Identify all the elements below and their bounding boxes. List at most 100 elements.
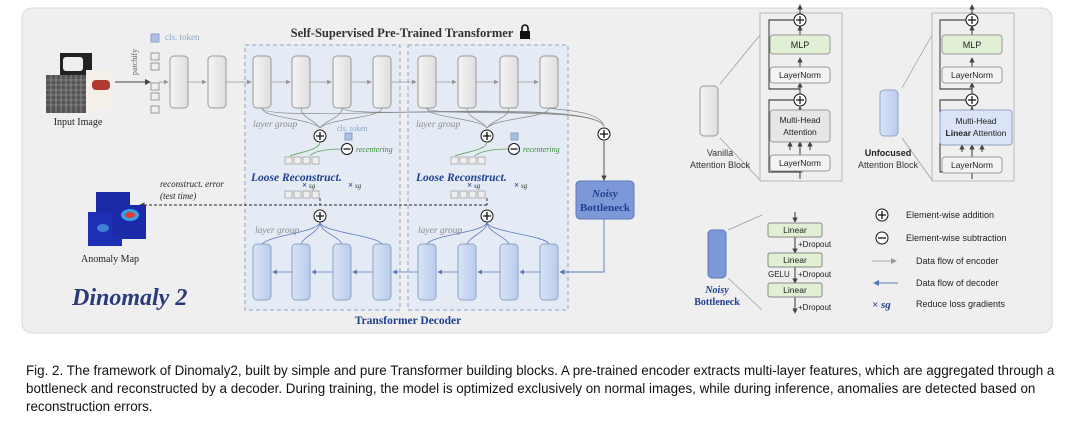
feature-tokens	[284, 156, 486, 199]
legend: Element-wise addition Element-wise subtr…	[872, 208, 1007, 311]
subtract-icon	[341, 143, 353, 155]
encoder-block	[169, 55, 189, 109]
mlp-label: MLP	[791, 40, 810, 50]
anomaly-map-label: Anomaly Map	[81, 254, 139, 265]
vanilla-block-icon	[699, 85, 719, 137]
lock-icon	[520, 24, 530, 39]
linear-label: Linear	[783, 285, 807, 295]
mlp-label: MLP	[963, 40, 982, 50]
dropout-label: +Dropout	[798, 270, 832, 279]
decoder-blocks	[252, 243, 559, 301]
legend-sg-symbol: × sg	[872, 299, 891, 311]
anomaly-map	[88, 192, 146, 246]
recentering-label: recentering	[356, 145, 393, 154]
gelu-label: GELU	[768, 270, 790, 279]
mlp-box	[769, 34, 831, 55]
layernorm-label: LayerNorm	[951, 160, 993, 170]
linear-attention-box	[939, 109, 1013, 146]
svg-text:sg: sg	[521, 182, 528, 190]
dinomaly-logo: Dinomaly 2	[71, 285, 187, 311]
linear-label: Linear	[783, 255, 807, 265]
add-icon	[313, 209, 327, 223]
patch-tokens	[150, 33, 160, 114]
noisy-bottleneck-icon	[707, 229, 727, 279]
add-icon	[965, 93, 979, 107]
noisy-detail-label: Noisy	[704, 285, 729, 296]
encoder-block	[372, 55, 392, 109]
dropout-label: +Dropout	[798, 303, 832, 312]
encoder-block	[539, 55, 559, 109]
layernorm-label: LayerNorm	[951, 70, 993, 80]
mlp-box	[941, 34, 1003, 55]
dropout-label: +Dropout	[798, 240, 832, 249]
decoder-block	[457, 243, 477, 301]
linear-box	[767, 222, 823, 238]
decoder-block	[291, 243, 311, 301]
add-icon	[793, 13, 807, 27]
subtract-icon	[875, 231, 889, 245]
patchify-label: patchify	[130, 49, 139, 75]
legend-sg-label: Reduce loss gradients	[916, 299, 1006, 309]
decoder-block	[539, 243, 559, 301]
layernorm-label: LayerNorm	[779, 158, 821, 168]
input-image	[46, 53, 114, 113]
legend-dec-label: Data flow of decoder	[916, 278, 999, 288]
encoder-block	[417, 55, 437, 109]
encoder-block	[457, 55, 477, 109]
unfocused-label: Attention Block	[858, 160, 919, 170]
recentering-label: recentering	[523, 145, 560, 154]
figure-caption: Fig. 2. The framework of Dinomaly2, buil…	[26, 363, 1055, 414]
layer-group-label: layer group	[418, 226, 462, 236]
legend-sub-label: Element-wise subtraction	[906, 233, 1007, 243]
attention-label: Multi-Head	[779, 115, 820, 125]
noisy-detail-label: Bottleneck	[694, 297, 740, 308]
attention-label: Multi-Head	[955, 116, 996, 126]
test-time-label: (test time)	[160, 191, 196, 201]
decoder-block	[332, 243, 352, 301]
encoder-title: Self-Supervised Pre-Trained Transformer	[291, 26, 514, 40]
unfocused-block-icon	[879, 89, 899, 137]
add-icon	[965, 13, 979, 27]
legend-enc-label: Data flow of encoder	[916, 256, 999, 266]
encoder-block	[291, 55, 311, 109]
layer-group-label: layer group	[255, 226, 299, 236]
layernorm-label: LayerNorm	[779, 70, 821, 80]
layernorm-box	[941, 156, 1003, 174]
attention-label: Linear Attention	[946, 128, 1007, 138]
decoder-block	[417, 243, 437, 301]
noisy-bottleneck-title: Bottleneck	[580, 202, 631, 214]
legend-add-label: Element-wise addition	[906, 210, 994, 220]
add-icon	[875, 208, 889, 222]
decoder-block	[499, 243, 519, 301]
encoder-block	[207, 55, 227, 109]
layer-group-label: layer group	[416, 120, 460, 130]
unfocused-label: Unfocused	[865, 148, 912, 158]
svg-text:×: ×	[467, 180, 472, 190]
loose-reconstruct-label: Loose Reconstruct.	[250, 172, 342, 184]
decoder-title: Transformer Decoder	[355, 315, 462, 327]
subtract-icon	[508, 143, 520, 155]
add-icon	[597, 127, 611, 141]
add-icon	[313, 129, 327, 143]
decoder-block	[372, 243, 392, 301]
layer-group-label: layer group	[253, 120, 297, 130]
layernorm-box	[941, 66, 1003, 84]
sg-marker: × sg × sg × sg × sg	[302, 180, 528, 190]
linear-label: Linear	[783, 225, 807, 235]
add-icon	[480, 209, 494, 223]
svg-text:×: ×	[348, 180, 353, 190]
svg-text:sg: sg	[474, 182, 481, 190]
loose-reconstruct-label: Loose Reconstruct.	[415, 172, 507, 184]
attention-box	[769, 109, 831, 143]
input-image-label: Input Image	[54, 117, 103, 128]
attention-label: Attention	[783, 127, 817, 137]
linear-box	[767, 282, 823, 298]
vanilla-label: Attention Block	[690, 160, 751, 170]
svg-text:×: ×	[302, 180, 307, 190]
layernorm-box	[769, 66, 831, 84]
noisy-bottleneck-title: Noisy	[591, 188, 618, 200]
encoder-block	[252, 55, 272, 109]
reconstruct-error-label: reconstruct. error	[160, 179, 224, 189]
framework-figure: Self-Supervised Pre-Trained Transformer …	[21, 4, 1053, 334]
add-icon	[793, 93, 807, 107]
